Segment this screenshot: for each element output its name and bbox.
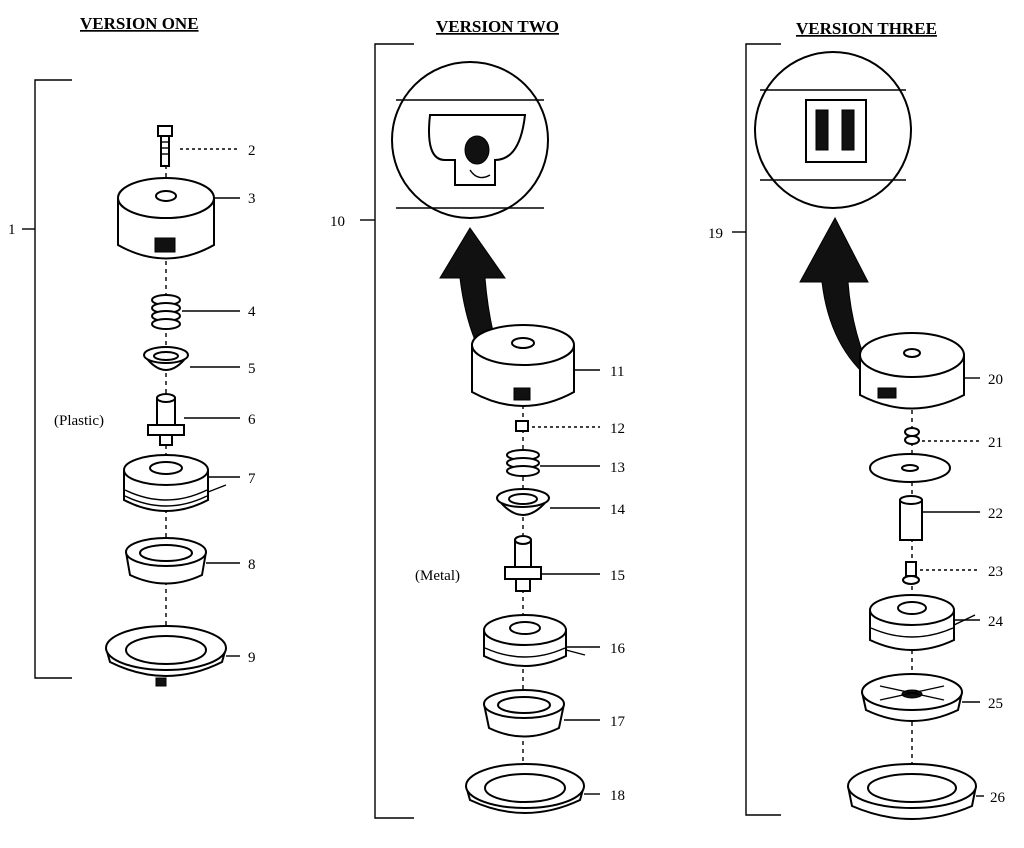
part-number-17: 17 xyxy=(610,714,626,730)
part-24-spool xyxy=(869,594,976,651)
part-number-9: 9 xyxy=(248,650,256,666)
part-number-8: 8 xyxy=(248,557,256,573)
version-one-heading: VERSION ONE xyxy=(80,14,199,33)
part-20-housing xyxy=(859,332,965,410)
part-number-11: 11 xyxy=(610,364,624,380)
part-6-shaft-plastic xyxy=(147,393,185,446)
part-11-housing xyxy=(471,324,575,407)
part-number-3: 3 xyxy=(248,191,256,207)
part-23-screw xyxy=(902,561,920,585)
part-25-cam-plate xyxy=(861,673,963,722)
part-13-spring xyxy=(506,449,540,477)
part-number-6: 6 xyxy=(248,412,256,428)
part-12-clip xyxy=(515,420,529,432)
part-21-nut xyxy=(904,427,920,445)
part-14-cup xyxy=(496,488,550,516)
part-number-12: 12 xyxy=(610,421,625,437)
part-number-16: 16 xyxy=(610,641,626,657)
part-number-7: 7 xyxy=(248,471,256,487)
part-4-spring xyxy=(151,294,181,330)
version-three-group: VERSION THREE 19 20 xyxy=(708,19,1006,820)
part-number-24: 24 xyxy=(988,614,1004,630)
version-one-assembly-number: 1 xyxy=(8,222,16,238)
part-number-22: 22 xyxy=(988,506,1003,522)
part-7-spool xyxy=(123,454,227,512)
part-number-14: 14 xyxy=(610,502,626,518)
material-note-plastic: (Plastic) xyxy=(54,413,104,429)
detail-circle-version-three xyxy=(754,51,912,209)
version-two-assembly-number: 10 xyxy=(330,214,345,230)
version-three-bracket xyxy=(745,43,781,816)
part-number-26: 26 xyxy=(990,790,1006,806)
part-number-15: 15 xyxy=(610,568,625,584)
part-26-base-ring xyxy=(847,763,977,820)
part-number-5: 5 xyxy=(248,361,256,377)
version-two-bracket xyxy=(374,43,414,819)
part-number-2: 2 xyxy=(248,143,256,159)
part-number-25: 25 xyxy=(988,696,1003,712)
version-one-group: VERSION ONE 1 2 3 4 xyxy=(8,14,256,687)
part-9-base-ring xyxy=(105,625,227,687)
part-number-23: 23 xyxy=(988,564,1003,580)
version-one-bracket xyxy=(34,79,72,679)
part-8-retainer xyxy=(125,537,207,585)
part-22-plate-tube xyxy=(869,453,951,541)
part-16-spool xyxy=(483,614,586,667)
material-note-metal: (Metal) xyxy=(415,568,460,584)
version-three-assembly-number: 19 xyxy=(708,226,723,242)
part-number-20: 20 xyxy=(988,372,1003,388)
detail-circle-version-two xyxy=(391,61,549,219)
part-3-housing xyxy=(117,177,215,260)
part-5-cup xyxy=(143,346,189,371)
version-two-group: VERSION TWO 10 11 xyxy=(330,17,626,819)
part-number-4: 4 xyxy=(248,304,256,320)
part-17-retainer xyxy=(483,689,565,738)
part-number-21: 21 xyxy=(988,435,1003,451)
part-number-18: 18 xyxy=(610,788,625,804)
version-two-heading: VERSION TWO xyxy=(436,17,559,36)
part-number-13: 13 xyxy=(610,460,625,476)
part-2-screw xyxy=(157,125,173,167)
part-18-base-ring xyxy=(465,763,585,814)
part-15-shaft-metal xyxy=(504,535,542,592)
version-three-heading: VERSION THREE xyxy=(796,19,937,38)
